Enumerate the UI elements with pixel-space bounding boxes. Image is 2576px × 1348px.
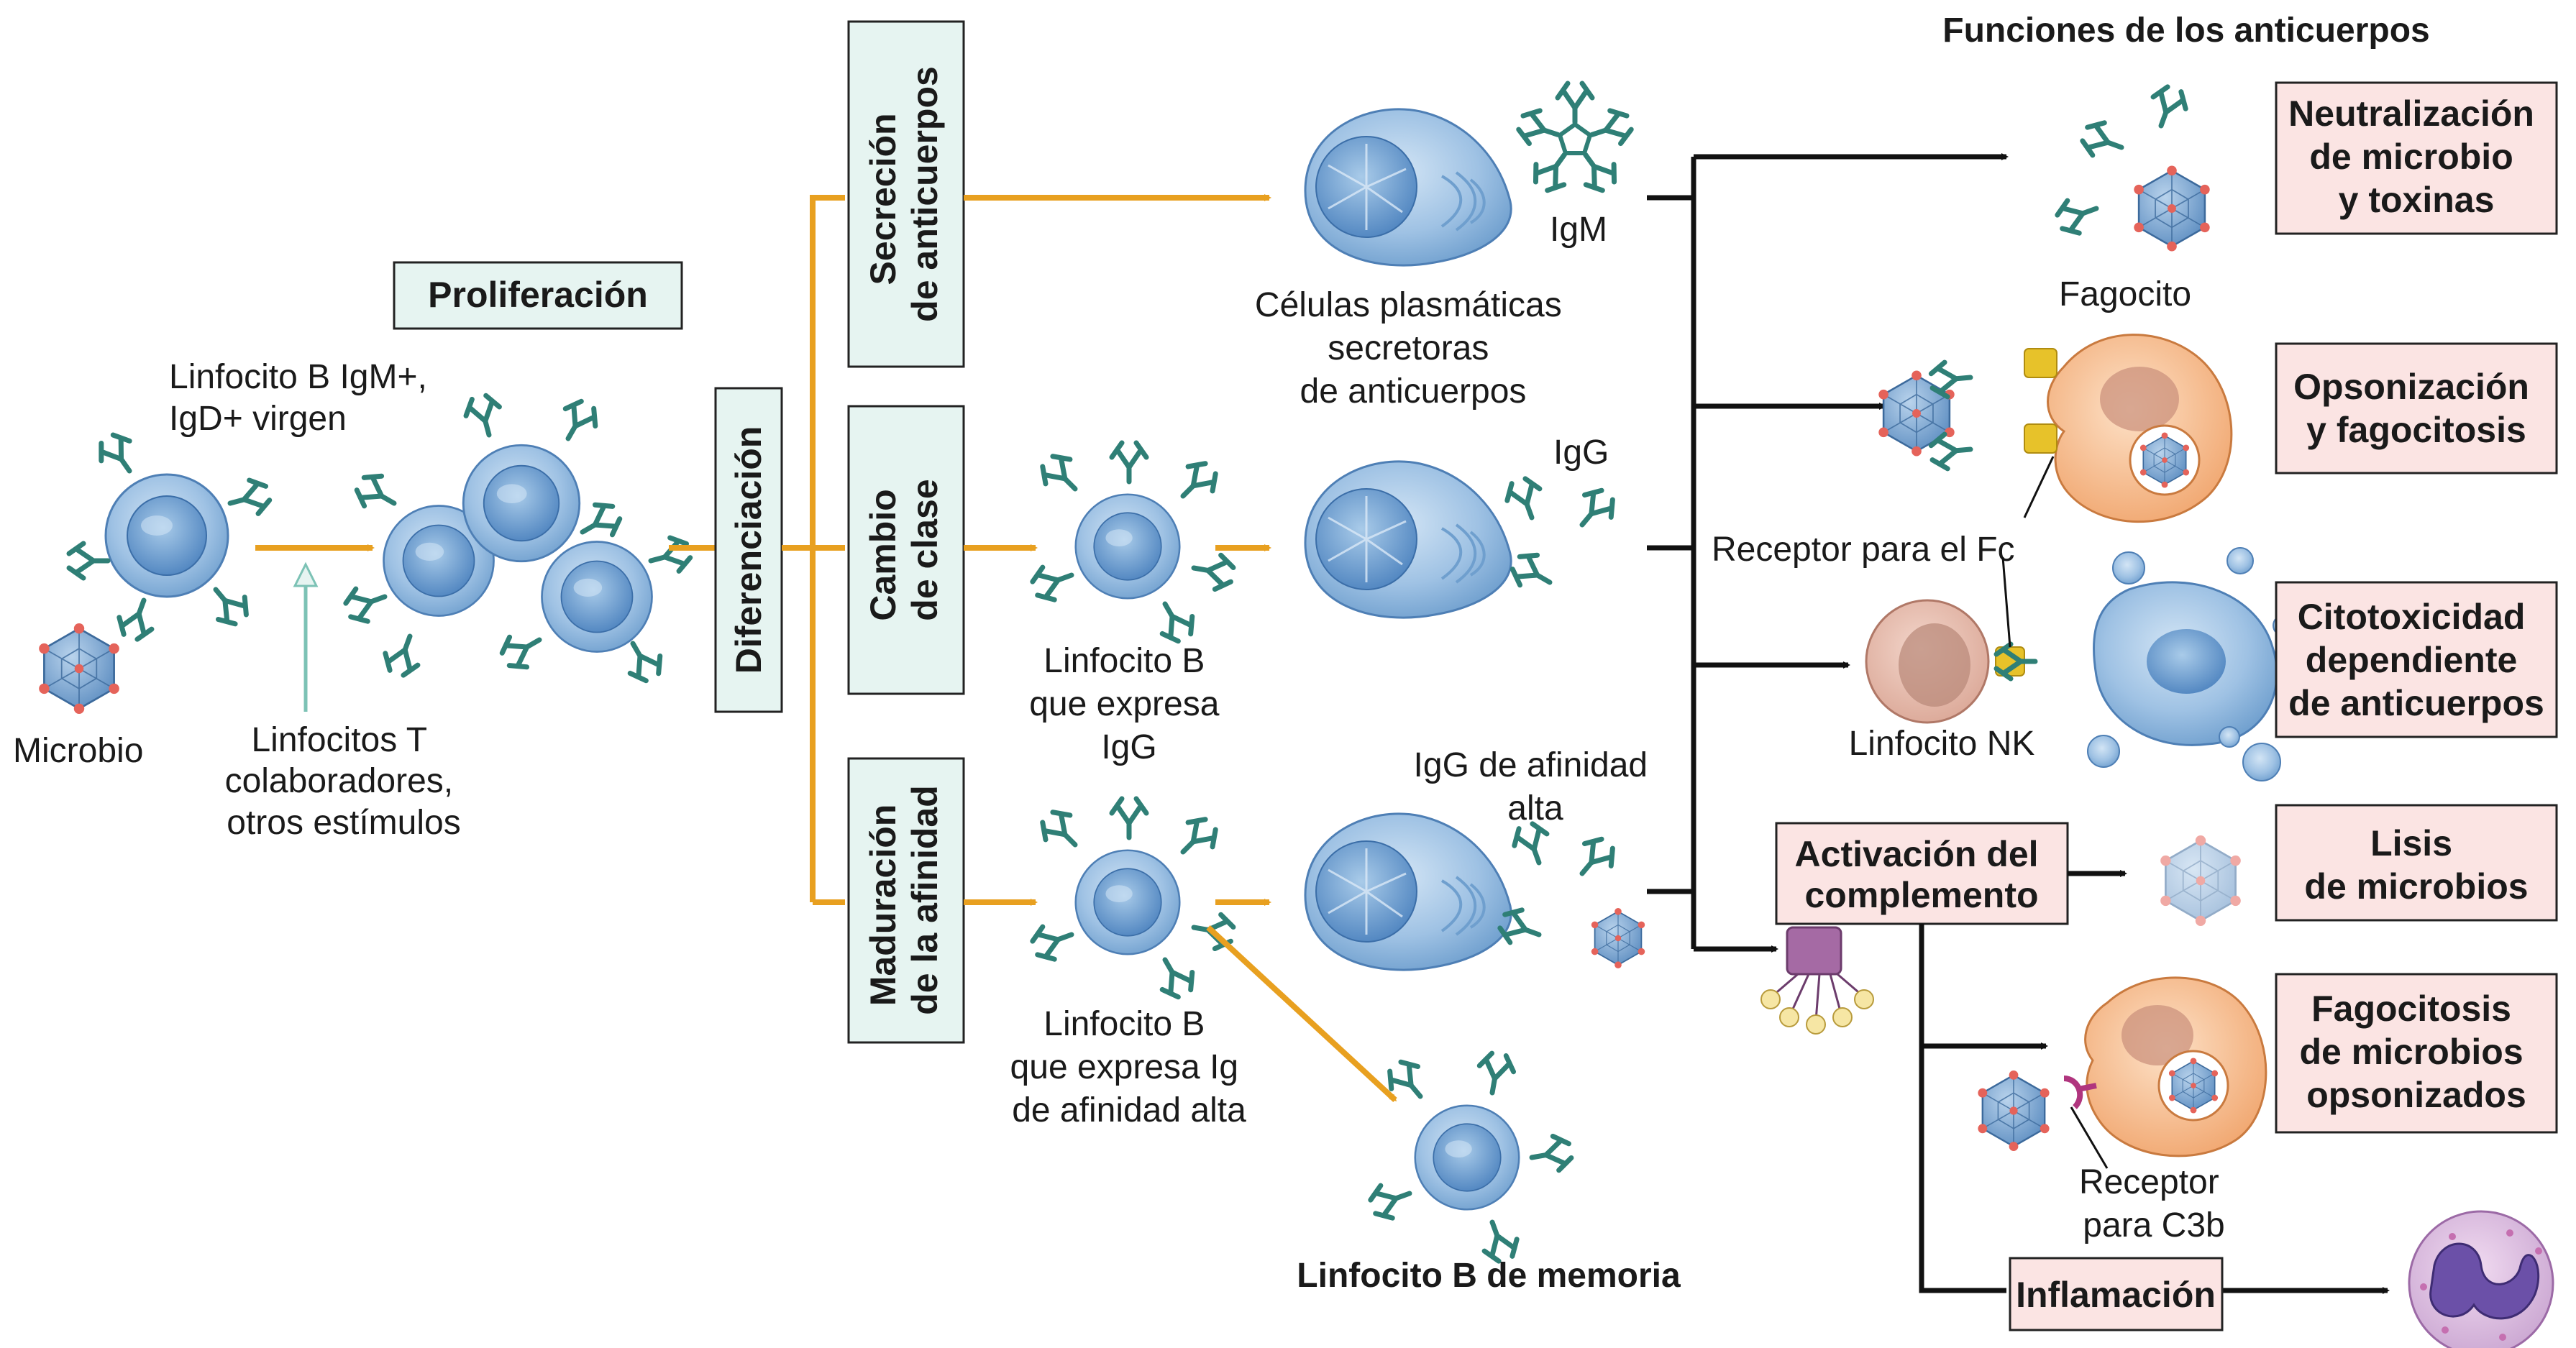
proliferation-label: Proliferación xyxy=(428,275,648,315)
phagocytosis-illustration xyxy=(1977,976,2267,1157)
complement-c1-icon xyxy=(1760,926,1874,1035)
svg-text:Neutralización de microb: Neutralización de microbio y toxinas xyxy=(2288,93,2544,220)
function-box-lysis: Lisis de microbios xyxy=(2275,804,2558,922)
c3b-receptor-pointer xyxy=(2070,1106,2109,1169)
function-box-inflammation: Inflamación xyxy=(2009,1257,2224,1331)
igg-label: IgG xyxy=(1553,434,1609,472)
memory-b-cell xyxy=(1367,1052,1573,1265)
class-switch-box: Cambio de clase xyxy=(847,405,965,695)
microbe-label: Microbio xyxy=(13,732,143,770)
svg-text:Cambio de clase: Cambio de clase xyxy=(863,479,945,620)
function-box-neutralization: Neutralización de microbio y toxinas xyxy=(2275,81,2558,235)
proliferation-box xyxy=(393,261,683,330)
affinity-maturation-box: Maduración de la afinidad xyxy=(847,757,965,1044)
function-box-adcc: Citotoxicidad dependiente de anticuerpos xyxy=(2275,581,2558,738)
plasma-cell-igg xyxy=(1304,459,1513,620)
igg-antibodies-icon xyxy=(1502,475,1620,597)
antibody-secretion-box: Secreción de anticuerpos xyxy=(847,20,965,368)
complement-connectors xyxy=(1919,870,2390,1294)
igg-b-label: Linfocito B que expresa IgG xyxy=(1029,642,1229,766)
high-affinity-igg-label: IgG de afinidad alta xyxy=(1414,746,1658,827)
c3b-receptor-label: Receptor para C3b xyxy=(2079,1163,2229,1244)
phagocyte-label: Fagocito xyxy=(2059,275,2191,313)
svg-text:Lisis de microbios: Lisis de microbios xyxy=(2304,823,2528,907)
svg-text:Opsonización y fagocitos: Opsonización y fagocitosis xyxy=(2293,367,2539,450)
plasma-cell-igm xyxy=(1304,107,1513,267)
high-affinity-igg-icon xyxy=(1497,820,1646,969)
function-arrows xyxy=(1694,153,2009,953)
memory-b-label: Linfocito B de memoria xyxy=(1297,1257,1681,1295)
igm-pentamer-icon xyxy=(1515,83,1634,196)
arrow-to-memory xyxy=(1206,925,1397,1102)
differentiation-box xyxy=(714,387,783,713)
adcc-illustration xyxy=(1865,547,2294,781)
plasma-cell-high-affinity xyxy=(1304,812,1513,972)
function-box-opsonization: Opsonización y fagocitosis xyxy=(2275,342,2558,474)
lysed-microbe-icon xyxy=(2159,834,2242,927)
fc-receptor-label: Receptor para el Fc xyxy=(1712,531,2015,569)
nk-label: Linfocito NK xyxy=(1849,725,2035,763)
high-affinity-b-label: Linfocito B que expresa Ig de afinidad a… xyxy=(1010,1005,1248,1129)
svg-text:Citotoxicidad dependient: Citotoxicidad dependiente de anticuerpos xyxy=(2288,597,2544,723)
svg-text:Inflamación: Inflamación xyxy=(2016,1275,2216,1315)
function-box-phagocytosis: Fagocitosis de microbios opsonizados xyxy=(2275,973,2558,1134)
igm-label: IgM xyxy=(1550,211,1607,249)
complement-box: Activación del complemento xyxy=(1775,822,2069,925)
high-affinity-b-cell xyxy=(1029,799,1235,1002)
neutrophil-icon xyxy=(2408,1210,2554,1348)
helper-t-arrow xyxy=(293,561,319,712)
fc-receptor-pointer xyxy=(2023,456,2055,518)
helper-t-label: Linfocitos T colaboradores, otros estímu… xyxy=(225,721,463,842)
neutralization-illustration xyxy=(2054,83,2211,252)
svg-text:Activación del complemen: Activación del complemento xyxy=(1795,834,2049,915)
svg-text:Fagocitosis de microbios: Fagocitosis de microbios opsonizados xyxy=(2299,989,2533,1115)
svg-text:Maduración de la afinida: Maduración de la afinidad xyxy=(863,785,945,1015)
igg-b-cell xyxy=(1029,443,1235,646)
svg-text:Secreción de anticuerpos: Secreción de anticuerpos xyxy=(863,66,945,322)
naive-b-cell xyxy=(69,429,272,643)
microbe-icon xyxy=(37,622,121,715)
orange-branches xyxy=(782,195,845,905)
proliferating-b-cells xyxy=(342,393,693,686)
opsonization-illustration xyxy=(1878,334,2233,523)
functions-title: Funciones de los anticuerpos xyxy=(1942,12,2429,50)
plasma-cells-label: Células plasmáticas secretoras de anticu… xyxy=(1255,286,1571,411)
fc-receptor-pointer-nk xyxy=(2001,556,2011,648)
naive-b-label: Linfocito B IgM+, IgD+ virgen xyxy=(169,358,437,438)
differentiation-label: Diferenciación xyxy=(729,426,769,674)
